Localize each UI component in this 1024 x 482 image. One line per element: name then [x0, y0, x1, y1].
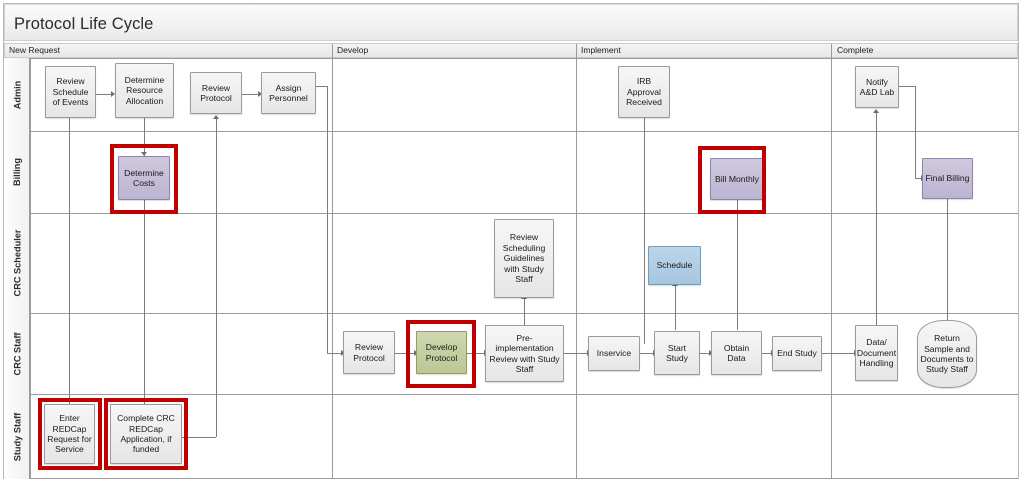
phase-divider-lanecol: [30, 58, 31, 479]
lane-label-admin: Admin: [12, 80, 22, 109]
lane-label-crc-staff: CRC Staff: [12, 332, 22, 375]
node-complete-crc-redcap-application[interactable]: Complete CRC REDCap Application, if fund…: [110, 404, 182, 464]
node-end-study[interactable]: End Study: [772, 336, 822, 371]
lane-label-column: [4, 58, 30, 479]
node-start-study[interactable]: Start Study: [654, 331, 700, 375]
node-pre-implementation-review[interactable]: Pre-implementation Review with Study Sta…: [485, 325, 564, 382]
node-determine-resource-allocation[interactable]: Determine Resource Allocation: [115, 63, 174, 118]
node-review-protocol-admin[interactable]: Review Protocol: [190, 72, 242, 114]
node-review-schedule-of-events[interactable]: Review Schedule of Events: [45, 66, 96, 118]
connector-assign-personnel-down: [327, 86, 328, 353]
connector-review-protocol-to-assign-personnel: [242, 94, 259, 95]
connector-review-schedule-to-determine-resource: [95, 94, 112, 95]
node-return-sample-and-documents[interactable]: Return Sample and Documents to Study Sta…: [917, 320, 977, 388]
connector-complete-crc-horizontal: [175, 437, 216, 438]
connector-start-study-to-schedule: [675, 285, 676, 330]
highlight-develop-protocol: [406, 320, 476, 388]
connector-notify-ad-lab-to-final-billing: [915, 178, 923, 179]
node-bill-monthly[interactable]: Bill Monthly: [710, 158, 764, 200]
lane-label-study-staff: Study Staff: [12, 412, 22, 461]
connector-notify-ad-lab-out: [899, 86, 915, 87]
phase-label-complete: Complete: [837, 45, 874, 55]
node-final-billing[interactable]: Final Billing: [922, 158, 973, 199]
connector-determine-resource-to-determine-costs: [144, 118, 145, 404]
node-determine-costs[interactable]: Determine Costs: [118, 156, 170, 200]
node-data-document-handling[interactable]: Data/ Document Handling: [855, 325, 898, 381]
arrowhead-assign-personnel-left: [258, 91, 262, 97]
node-review-scheduling-guidelines[interactable]: Review Scheduling Guidelines with Study …: [494, 219, 554, 298]
phase-label-develop: Develop: [337, 45, 369, 55]
node-review-protocol-crc[interactable]: Review Protocol: [343, 331, 395, 374]
phase-divider-develop: [332, 44, 333, 479]
node-obtain-data[interactable]: Obtain Data: [711, 331, 762, 375]
connector-start-study-to-obtain-data: [700, 353, 710, 354]
node-notify-ad-lab[interactable]: Notify A&D Lab: [855, 66, 899, 108]
phase-label-new-request: New Request: [9, 45, 61, 55]
lane-divider-sched-staff: [4, 313, 1018, 314]
phase-label-implement: Implement: [581, 45, 621, 55]
lane-divider-admin-billing: [4, 131, 1018, 132]
node-schedule[interactable]: Schedule: [648, 246, 701, 285]
connector-pre-impl-to-review-sched-guidelines: [524, 298, 525, 325]
connector-review-protocol-crc-to-develop-protocol: [395, 353, 415, 354]
highlight-bill-monthly: [698, 146, 766, 214]
arrowhead-notify-ad-lab-bottom: [873, 109, 879, 113]
highlight-complete-crc: [104, 398, 188, 470]
phase-divider-implement: [576, 44, 577, 479]
connector-enter-redcap-to-review-schedule: [69, 108, 70, 404]
lane-divider-staff-study: [4, 394, 1018, 395]
connector-obtain-data-to-end-study: [762, 353, 772, 354]
node-irb-approval-received[interactable]: IRB Approval Received: [618, 66, 670, 118]
connector-inservice-to-start-study: [640, 353, 654, 354]
arrowhead-determine-resource-left: [111, 91, 115, 97]
highlight-enter-redcap: [38, 398, 102, 470]
highlight-determine-costs: [110, 144, 178, 214]
lane-label-billing: Billing: [12, 157, 23, 187]
node-assign-personnel[interactable]: Assign Personnel: [261, 72, 316, 114]
phase-header-bar: [4, 43, 1018, 58]
phase-divider-complete: [831, 44, 832, 479]
connector-develop-protocol-to-pre-impl: [467, 353, 485, 354]
title-bar: [4, 4, 1018, 41]
connector-data-doc-handling-to-notify-ad-lab: [876, 112, 877, 325]
node-develop-protocol[interactable]: Develop Protocol: [416, 331, 467, 374]
arrowhead-review-protocol-admin-bottom: [213, 115, 219, 119]
arrowhead-determine-costs-top: [141, 152, 147, 156]
connector-complete-crc-to-review-protocol: [216, 118, 217, 437]
connector-assign-personnel-to-review-protocol-crc: [327, 353, 342, 354]
connector-notify-ad-lab-down: [915, 86, 916, 178]
node-inservice[interactable]: Inservice: [588, 336, 640, 371]
node-enter-redcap-request[interactable]: Enter REDCap Request for Service: [44, 404, 95, 464]
lane-divider-bottom: [4, 478, 1018, 479]
connector-final-billing-to-return-sample: [947, 199, 948, 325]
lane-divider-billing-sched: [4, 213, 1018, 214]
lane-label-crc-scheduler: CRC Scheduler: [12, 229, 23, 297]
connector-assign-personnel-out: [316, 86, 327, 87]
lane-divider-top: [4, 58, 1018, 59]
connector-obtain-data-to-bill-monthly: [737, 199, 738, 330]
page-title: Protocol Life Cycle: [14, 15, 154, 33]
connector-end-study-to-data-doc-handling: [821, 353, 855, 354]
connector-irb-approval-down: [644, 118, 645, 344]
connector-pre-impl-to-inservice: [564, 353, 588, 354]
